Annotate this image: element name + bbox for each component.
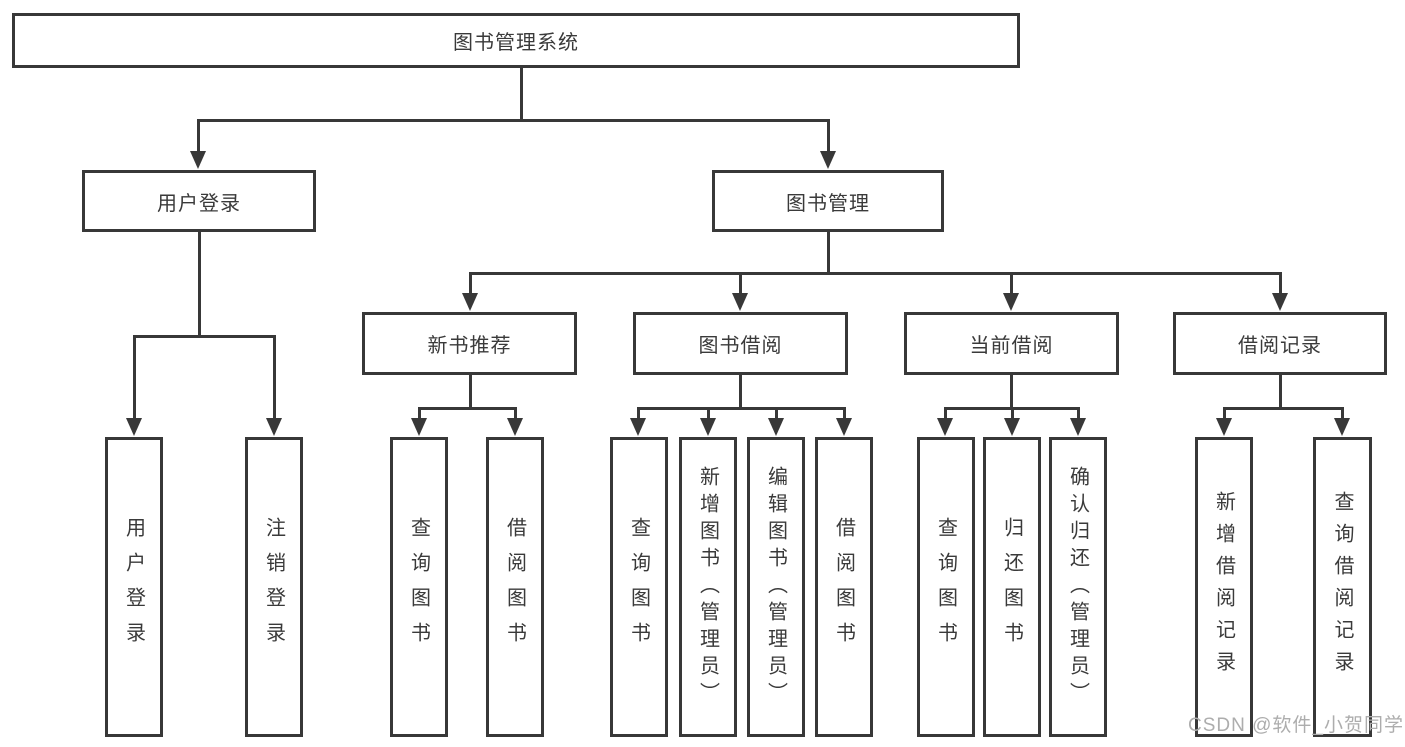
node-book-management-label: 图书管理 — [786, 192, 870, 215]
arrowhead-icon — [1070, 418, 1086, 436]
node-root: 图书管理系统 — [12, 13, 1020, 68]
leaf-query-books-2-label: 查询图书 — [627, 517, 650, 657]
leaf-add-borrow-record-label: 新增借阅记录 — [1212, 491, 1235, 683]
leaf-borrow-books-1-label: 借阅图书 — [503, 517, 526, 657]
leaf-confirm-return-admin-label: 确认归还（管理员） — [1066, 465, 1089, 709]
connector-line — [774, 407, 778, 418]
leaf-logout-label: 注销登录 — [262, 517, 285, 657]
arrowhead-icon — [1003, 293, 1019, 311]
connector-line — [706, 407, 710, 418]
connector-line — [1278, 272, 1282, 293]
leaf-query-books-2: 查询图书 — [610, 437, 668, 737]
node-book-borrow-label: 图书借阅 — [698, 335, 783, 357]
leaf-user-login-label: 用户登录 — [122, 517, 145, 657]
leaf-confirm-return-admin: 确认归还（管理员） — [1049, 437, 1107, 737]
arrowhead-icon — [630, 418, 646, 436]
node-borrow-records: 借阅记录 — [1173, 312, 1387, 375]
arrowhead-icon — [937, 418, 953, 436]
node-new-book-recommend: 新书推荐 — [362, 312, 577, 375]
connector-line — [272, 335, 276, 418]
connector-line — [417, 407, 421, 418]
arrowhead-icon — [126, 418, 142, 436]
arrowhead-icon — [1272, 293, 1288, 311]
connector-line — [519, 68, 523, 122]
arrowhead-icon — [266, 418, 282, 436]
arrowhead-icon — [1004, 418, 1020, 436]
leaf-borrow-books-2: 借阅图书 — [815, 437, 873, 737]
node-user-login-label: 用户登录 — [157, 192, 241, 215]
arrowhead-icon — [732, 293, 748, 311]
leaf-return-books-label: 归还图书 — [1000, 517, 1023, 657]
connector-line — [826, 232, 830, 275]
connector-line — [468, 272, 472, 293]
leaf-add-books-admin: 新增图书（管理员） — [679, 437, 737, 737]
connector-line — [636, 407, 640, 418]
arrowhead-icon — [820, 151, 836, 169]
arrowhead-icon — [411, 418, 427, 436]
arrowhead-icon — [836, 418, 852, 436]
connector-line — [1222, 407, 1344, 410]
connector-line — [738, 272, 742, 293]
connector-line — [468, 272, 1282, 275]
leaf-return-books: 归还图书 — [983, 437, 1041, 737]
arrowhead-icon — [1216, 418, 1232, 436]
node-root-label: 图书管理系统 — [453, 32, 579, 54]
node-borrow-records-label: 借阅记录 — [1238, 335, 1322, 357]
connector-line — [738, 375, 742, 410]
node-user-login: 用户登录 — [82, 170, 316, 232]
node-new-book-recommend-label: 新书推荐 — [427, 335, 512, 357]
connector-line — [1076, 407, 1080, 418]
leaf-query-books-3: 查询图书 — [917, 437, 975, 737]
connector-line — [1278, 375, 1282, 410]
arrowhead-icon — [190, 151, 206, 169]
node-current-borrow-label: 当前借阅 — [969, 335, 1054, 357]
connector-line — [196, 119, 830, 122]
connector-line — [196, 119, 200, 151]
connector-line — [1222, 407, 1226, 418]
connector-line — [842, 407, 846, 418]
leaf-query-books-1: 查询图书 — [390, 437, 448, 737]
leaf-query-books-1-label: 查询图书 — [407, 517, 430, 657]
connector-line — [132, 335, 136, 418]
connector-line — [197, 232, 201, 338]
leaf-query-borrow-record-label: 查询借阅记录 — [1331, 491, 1353, 683]
arrowhead-icon — [462, 293, 478, 311]
arrowhead-icon — [768, 418, 784, 436]
connector-line — [826, 119, 830, 151]
connector-line — [468, 375, 472, 410]
connector-line — [513, 407, 517, 418]
leaf-add-books-admin-label: 新增图书（管理员） — [696, 465, 719, 709]
leaf-edit-books-admin-label: 编辑图书（管理员） — [764, 465, 787, 709]
leaf-edit-books-admin: 编辑图书（管理员） — [747, 437, 805, 737]
node-current-borrow: 当前借阅 — [904, 312, 1119, 375]
leaf-borrow-books-2-label: 借阅图书 — [832, 517, 855, 657]
connector-line — [1009, 375, 1013, 410]
arrowhead-icon — [700, 418, 716, 436]
arrowhead-icon — [507, 418, 523, 436]
leaf-logout: 注销登录 — [245, 437, 303, 737]
connector-line — [417, 407, 517, 410]
watermark: CSDN @软件_小贺同学 — [1188, 715, 1404, 736]
connector-line — [1010, 407, 1014, 418]
connector-line — [1340, 407, 1344, 418]
leaf-query-borrow-record: 查询借阅记录 — [1313, 437, 1372, 737]
node-book-borrow: 图书借阅 — [633, 312, 848, 375]
leaf-add-borrow-record: 新增借阅记录 — [1195, 437, 1253, 737]
leaf-borrow-books-1: 借阅图书 — [486, 437, 544, 737]
node-book-management: 图书管理 — [712, 170, 944, 232]
connector-line — [943, 407, 947, 418]
connector-line — [636, 407, 846, 410]
connector-line — [132, 335, 276, 338]
leaf-user-login: 用户登录 — [105, 437, 163, 737]
arrowhead-icon — [1334, 418, 1350, 436]
connector-line — [1009, 272, 1013, 293]
leaf-query-books-3-label: 查询图书 — [934, 517, 957, 657]
